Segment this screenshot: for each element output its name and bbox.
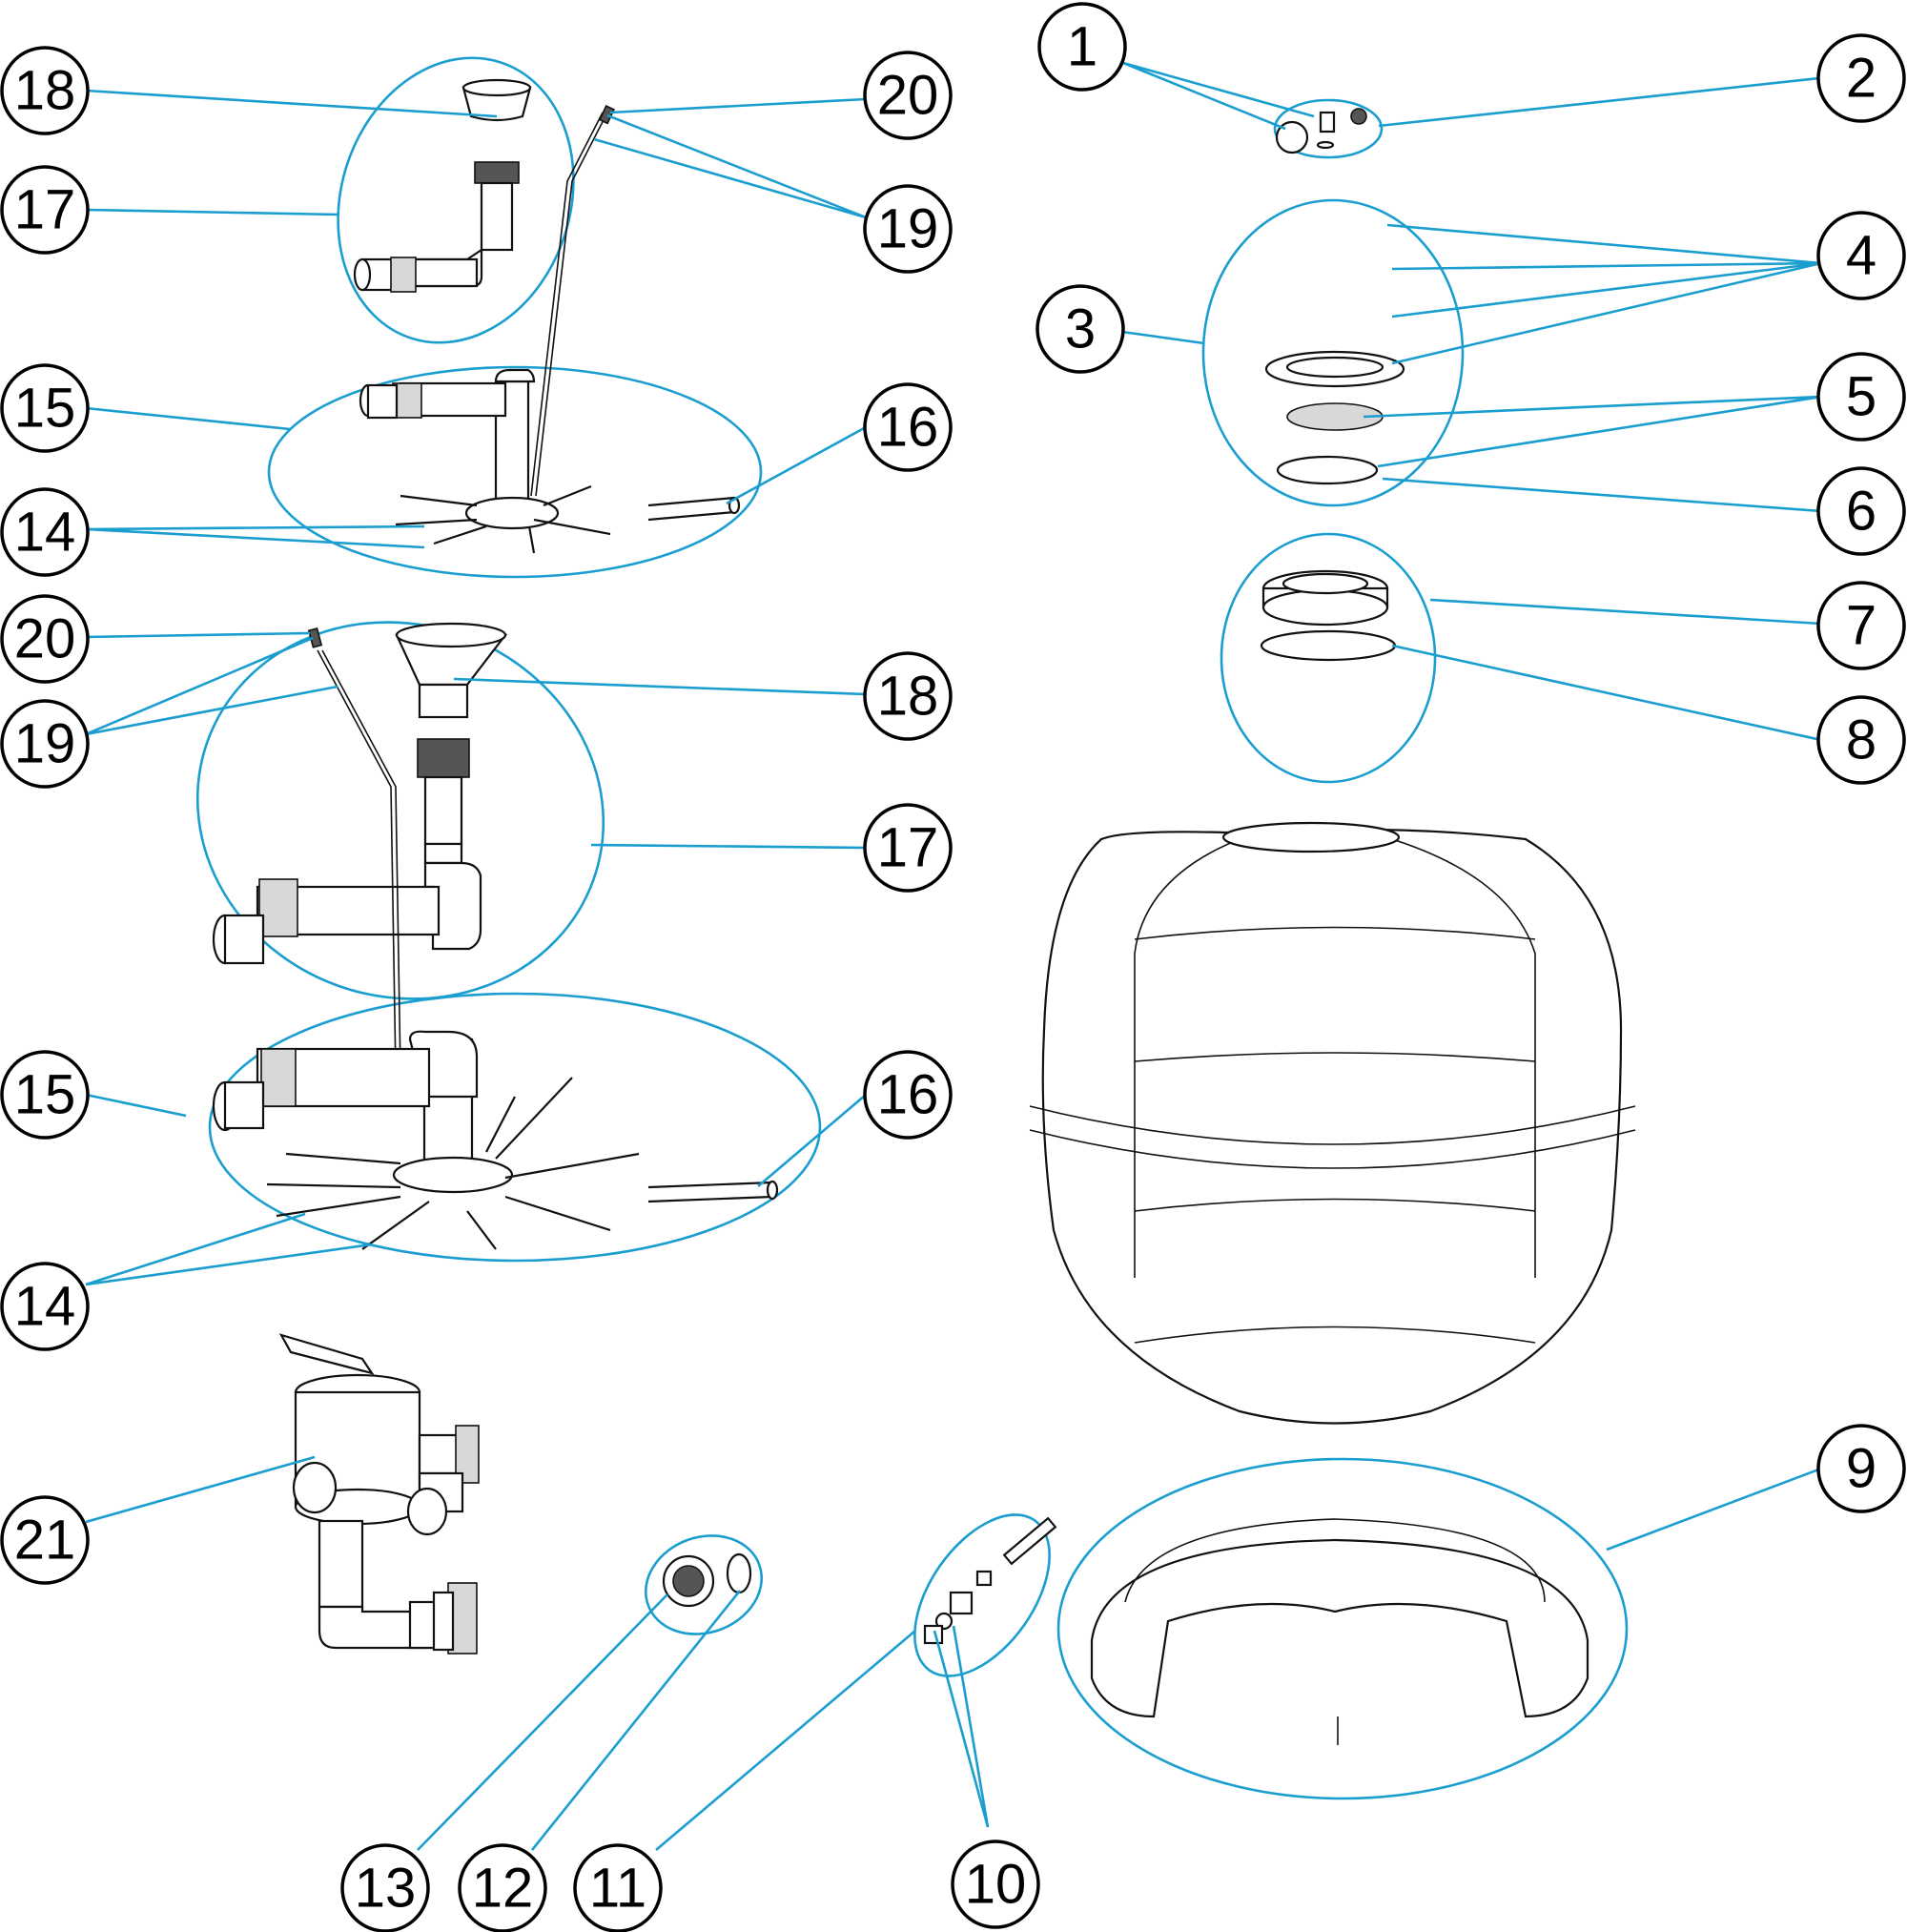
callout-19-bottom: 19 (0, 699, 90, 789)
group-outline-flange (1220, 532, 1437, 784)
callout-14-bottom: 14 (0, 1262, 90, 1351)
svg-text:14: 14 (14, 1276, 76, 1338)
group-outline-bottom-laterals (208, 992, 822, 1263)
filter-tank-body (1029, 821, 1636, 1425)
callout-13: 13 (340, 1843, 430, 1932)
callout-20-top: 20 (863, 51, 953, 140)
callout-2: 2 (1816, 33, 1906, 123)
svg-text:19: 19 (14, 713, 76, 775)
air-tube-top (535, 112, 608, 497)
svg-text:5: 5 (1846, 366, 1876, 428)
callout-14-top: 14 (0, 487, 90, 577)
svg-text:9: 9 (1846, 1438, 1876, 1500)
callout-6: 6 (1816, 466, 1906, 556)
svg-text:19: 19 (877, 198, 939, 260)
group-outline-top-riser (337, 56, 575, 344)
pressure-gauge-parts (1275, 108, 1367, 154)
group-outline-base (1056, 1457, 1629, 1800)
svg-text:21: 21 (14, 1510, 76, 1572)
svg-text:4: 4 (1846, 225, 1876, 287)
flange-ring-parts (1260, 569, 1397, 662)
air-tube-bottom-inner (317, 649, 397, 1074)
multiport-valve (278, 1333, 480, 1655)
callout-18-top: 18 (0, 46, 90, 135)
group-outline-drain (913, 1513, 1051, 1677)
svg-text:10: 10 (965, 1854, 1027, 1916)
tank-base (1090, 1518, 1589, 1745)
svg-text:11: 11 (589, 1858, 646, 1920)
group-outline-cover-small (1273, 98, 1384, 159)
svg-text:20: 20 (877, 65, 939, 127)
svg-text:18: 18 (877, 666, 939, 728)
svg-text:8: 8 (1846, 709, 1876, 771)
filter-lid-parts (1264, 350, 1405, 485)
svg-text:1: 1 (1067, 16, 1097, 78)
callout-17-bottom: 17 (863, 803, 953, 893)
svg-text:17: 17 (14, 179, 76, 241)
union-fitting (662, 1552, 752, 1608)
air-tube-bottom (321, 649, 401, 1074)
callout-15-bottom: 15 (0, 1050, 90, 1140)
callout-1: 1 (1037, 2, 1127, 92)
callout-18-bottom: 18 (863, 651, 953, 741)
svg-text:7: 7 (1846, 595, 1876, 657)
svg-text:17: 17 (877, 817, 939, 879)
callout-15-top: 15 (0, 363, 90, 453)
drain-plug (923, 1516, 1057, 1645)
riser-top-assembly (353, 78, 532, 293)
svg-text:2: 2 (1846, 48, 1876, 110)
callout-5: 5 (1816, 352, 1906, 442)
svg-text:6: 6 (1846, 481, 1876, 543)
callout-20-bottom: 20 (0, 594, 90, 684)
group-outline-top-laterals (267, 365, 763, 579)
laterals-bottom-assembly (212, 1030, 779, 1250)
svg-text:20: 20 (14, 608, 76, 670)
riser-bottom-assembly (212, 622, 508, 965)
svg-text:13: 13 (355, 1858, 417, 1920)
svg-text:16: 16 (877, 397, 939, 459)
svg-text:16: 16 (877, 1064, 939, 1126)
callout-19-top: 19 (863, 184, 953, 274)
callout-11: 11 (573, 1843, 663, 1932)
callout-9: 9 (1816, 1424, 1906, 1513)
svg-text:14: 14 (14, 502, 76, 564)
air-tube-top-inner (530, 112, 604, 497)
callout-10: 10 (951, 1840, 1040, 1929)
callout-8: 8 (1816, 695, 1906, 785)
svg-text:18: 18 (14, 60, 76, 122)
callout-12: 12 (458, 1843, 547, 1932)
callout-17-top: 17 (0, 165, 90, 255)
laterals-top-assembly (359, 368, 741, 554)
group-outline-lid (1201, 198, 1465, 507)
callout-3: 3 (1036, 284, 1125, 374)
group-outline-union (644, 1534, 764, 1635)
callout-4: 4 (1816, 211, 1906, 300)
air-valve-top (598, 104, 615, 125)
callout-16-top: 16 (863, 382, 953, 472)
callout-16-bottom: 16 (863, 1050, 953, 1140)
svg-text:15: 15 (14, 378, 76, 440)
svg-text:15: 15 (14, 1064, 76, 1126)
callout-21: 21 (0, 1495, 90, 1585)
svg-text:12: 12 (472, 1858, 534, 1920)
callout-7: 7 (1816, 581, 1906, 670)
svg-text:3: 3 (1065, 298, 1096, 360)
